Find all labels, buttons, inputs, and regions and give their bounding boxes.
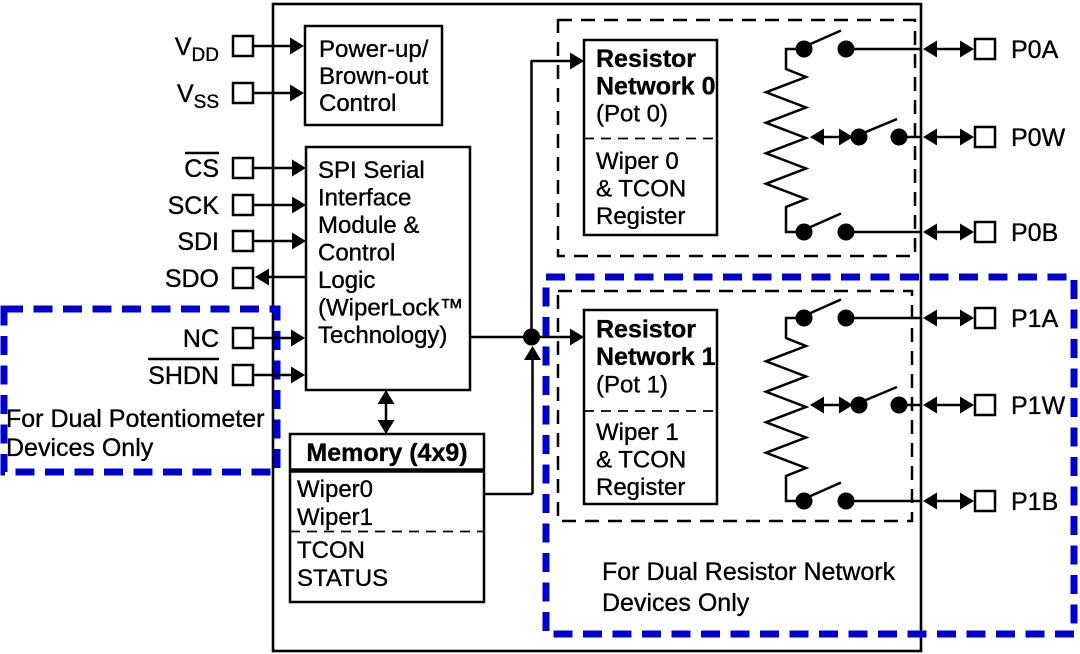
- svg-text:Resistor: Resistor: [596, 45, 696, 73]
- svg-text:For Dual Resistor Network: For Dual Resistor Network: [602, 558, 896, 586]
- svg-text:Logic: Logic: [318, 267, 375, 294]
- svg-text:P0A: P0A: [1011, 36, 1059, 64]
- svg-text:Control: Control: [318, 240, 395, 267]
- svg-text:SCK: SCK: [168, 192, 220, 220]
- svg-text:P0W: P0W: [1011, 124, 1066, 152]
- svg-text:STATUS: STATUS: [297, 565, 388, 592]
- svg-text:& TCON: & TCON: [596, 447, 686, 474]
- svg-text:& TCON: & TCON: [596, 176, 686, 203]
- svg-text:(WiperLock™: (WiperLock™: [318, 295, 463, 322]
- svg-text:SHDN: SHDN: [148, 362, 219, 390]
- svg-text:Memory (4x9): Memory (4x9): [306, 439, 467, 467]
- svg-text:For Dual Potentiometer: For Dual Potentiometer: [6, 405, 264, 433]
- svg-text:P1B: P1B: [1011, 488, 1058, 516]
- svg-text:SDO: SDO: [165, 265, 219, 293]
- svg-text:P1A: P1A: [1011, 305, 1059, 333]
- svg-text:Wiper 1: Wiper 1: [596, 419, 679, 446]
- svg-text:Network 1: Network 1: [596, 343, 716, 371]
- svg-text:Resistor: Resistor: [596, 316, 696, 344]
- svg-text:NC: NC: [183, 325, 219, 353]
- svg-text:Network 0: Network 0: [596, 73, 715, 101]
- svg-text:P0B: P0B: [1011, 219, 1058, 247]
- svg-text:Control: Control: [319, 90, 396, 117]
- svg-text:Power-up/: Power-up/: [319, 36, 429, 63]
- svg-text:VDD: VDD: [175, 33, 219, 66]
- svg-text:SDI: SDI: [177, 228, 219, 256]
- svg-text:Brown-out: Brown-out: [319, 63, 429, 90]
- svg-text:TCON: TCON: [297, 537, 365, 564]
- svg-text:Register: Register: [596, 474, 685, 501]
- svg-text:SPI Serial: SPI Serial: [318, 157, 425, 184]
- svg-text:Devices Only: Devices Only: [6, 434, 154, 462]
- svg-text:Module &: Module &: [318, 212, 419, 239]
- svg-text:(Pot 1): (Pot 1): [596, 372, 668, 399]
- svg-text:Wiper1: Wiper1: [297, 504, 373, 531]
- svg-text:Register: Register: [596, 203, 685, 230]
- svg-text:Wiper0: Wiper0: [297, 476, 373, 503]
- svg-text:P1W: P1W: [1011, 392, 1066, 420]
- svg-text:CS: CS: [184, 155, 219, 183]
- svg-text:Devices Only: Devices Only: [602, 589, 750, 617]
- svg-text:Wiper 0: Wiper 0: [596, 148, 679, 175]
- svg-text:Interface: Interface: [318, 185, 411, 212]
- svg-text:(Pot 0): (Pot 0): [596, 101, 668, 128]
- svg-text:Technology): Technology): [318, 322, 447, 349]
